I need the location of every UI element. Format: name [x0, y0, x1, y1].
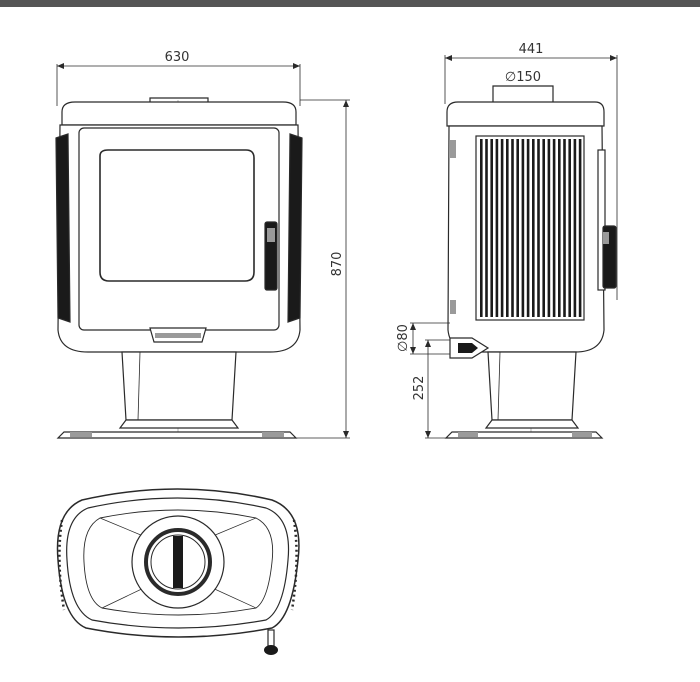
control-knob-stem — [267, 629, 275, 647]
front-pedestal-shade — [137, 351, 141, 421]
depth-dimension-label: 441 — [519, 42, 544, 57]
side-rib — [532, 139, 535, 317]
control-knob — [264, 645, 278, 655]
side-rib — [516, 139, 519, 317]
side-pedestal-foot — [484, 419, 580, 429]
front-left-side-panel — [55, 133, 71, 323]
side-rib — [537, 139, 540, 317]
side-rib-panel — [475, 135, 585, 321]
side-rib — [495, 139, 499, 317]
side-rib — [485, 139, 488, 317]
side-rib — [542, 139, 545, 317]
air-inlet-diameter-label: ∅80 — [396, 324, 411, 352]
side-pedestal — [487, 351, 577, 421]
side-rib — [568, 139, 571, 317]
side-rib — [521, 139, 525, 317]
side-rib — [526, 139, 530, 317]
top-left-vent-edge — [58, 519, 66, 611]
front-right-side-panel — [287, 133, 303, 323]
side-base-plate — [444, 431, 604, 439]
flue-damper-bar — [173, 536, 183, 588]
side-rib — [573, 139, 577, 317]
width-dimension-label: 630 — [165, 50, 190, 65]
side-rib — [547, 139, 551, 317]
side-rear-detail-bottom — [450, 300, 456, 314]
flue-diameter-label: ∅150 — [505, 70, 541, 85]
side-top-cap — [446, 101, 605, 127]
top-radial-line — [207, 585, 257, 609]
side-rib — [578, 139, 582, 317]
air-inlet-arrows — [410, 323, 416, 354]
side-rib — [558, 139, 561, 317]
front-flue-collar — [149, 97, 209, 102]
side-pedestal-shade — [497, 351, 501, 421]
dimension-annotations: 630 870 441 ∅150 ∅80 252 — [56, 42, 618, 439]
air-inlet-opening — [458, 343, 478, 353]
front-base-foot-right — [262, 432, 284, 437]
height-dimension-label: 870 — [330, 252, 345, 277]
ash-lip-slot — [155, 333, 201, 338]
front-base-foot-left — [70, 432, 92, 437]
door-handle-detail — [267, 228, 275, 242]
side-rib — [563, 139, 566, 317]
front-glass-window — [99, 149, 255, 282]
side-rib — [506, 139, 509, 317]
air-inlet-height-label: 252 — [412, 376, 427, 401]
front-view — [55, 97, 303, 439]
side-base-foot-right — [572, 432, 592, 437]
front-base-plate — [56, 431, 298, 439]
side-rib — [480, 139, 483, 317]
side-rib — [490, 139, 493, 317]
top-border-bar — [0, 0, 700, 7]
top-radial-line — [99, 517, 149, 539]
side-rib — [511, 139, 514, 317]
side-view — [444, 85, 617, 439]
side-rib — [500, 139, 504, 317]
side-door-handle-detail — [603, 232, 609, 244]
side-rear-detail-top — [450, 140, 456, 158]
side-rib — [552, 139, 556, 317]
front-pedestal-foot — [118, 419, 240, 429]
top-view — [56, 488, 300, 655]
side-door-edge — [597, 149, 606, 291]
top-radial-line — [207, 517, 257, 539]
side-flue-collar — [492, 85, 554, 102]
top-right-vent-edge — [290, 519, 298, 611]
side-ribs — [480, 139, 582, 317]
top-radial-line — [101, 585, 149, 609]
side-base-foot-left — [458, 432, 478, 437]
front-top-cap — [61, 101, 297, 126]
